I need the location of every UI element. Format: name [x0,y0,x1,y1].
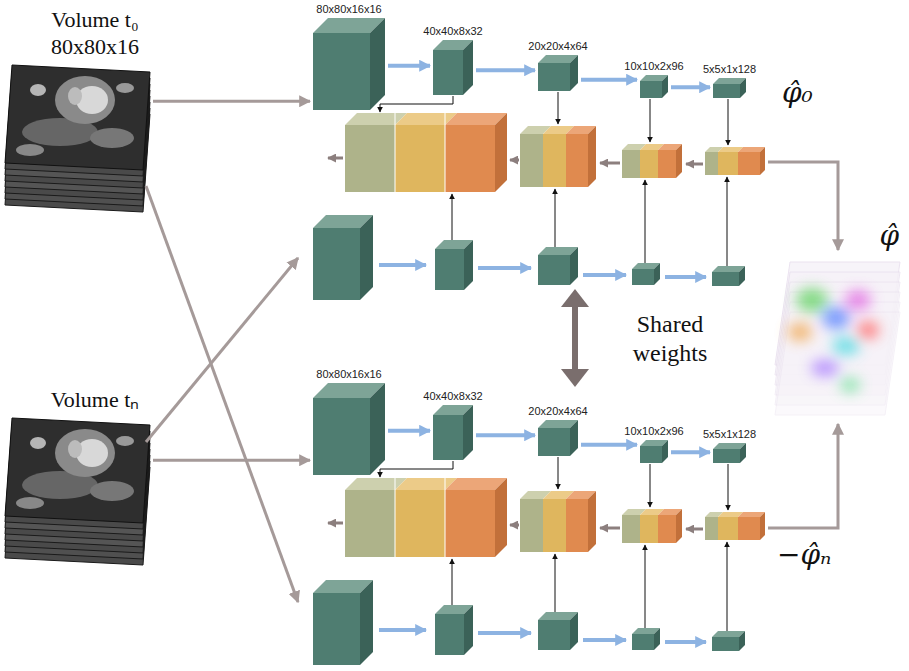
cube-face [313,33,370,110]
encoder-layer: 10x10x2x96 [640,440,668,463]
encoder-cube [640,440,668,463]
pool-arrow [581,78,637,82]
field-symbol: −φ̂ₙ [777,538,831,572]
layer-size: 20x20x4x64 [528,40,587,52]
encoder-layer: 40x40x8x32 [433,40,473,95]
layer-size: 80x80x16x16 [316,368,381,380]
annotation: Shared weights [615,310,725,368]
cube-face [463,405,473,460]
pool-arrow [476,433,535,437]
encoder-cube [713,443,746,463]
skip-connection [380,92,728,266]
pool-arrow [581,443,637,447]
cube-face [662,75,668,98]
mri-volume [5,65,150,212]
upsample-arrow [328,158,703,164]
cube-face [713,449,740,463]
pool-arrow [476,68,535,72]
cube-face [370,18,385,110]
volume-size: 80x80x16 [5,34,185,60]
encoder-cube [640,75,668,98]
input-arrow [153,100,310,103]
layer-size: 10x10x2x96 [624,425,683,437]
decoder-block [345,113,765,192]
layer-size: 40x40x8x32 [423,25,482,37]
encoder-layer: 40x40x8x32 [433,405,473,460]
encoder-cube [433,40,473,95]
cube-face [640,446,662,463]
layer-size: 20x20x4x64 [528,405,587,417]
encoder-cube [313,18,385,110]
volume-title: Volume t₀ [5,7,185,33]
deformation-field [775,262,900,415]
layer-size: 10x10x2x96 [624,60,683,72]
cube-face [570,55,578,91]
cube-face [538,428,570,456]
pool-arrow [379,265,706,277]
encoder-cube [433,405,473,460]
layer-size: 40x40x8x32 [423,390,482,402]
cube-face [570,420,578,456]
pool-arrow [388,429,430,433]
cube-face [433,50,463,95]
input-arrow [153,459,310,462]
volume-title: Volume tₙ [5,387,185,413]
cube-face [433,415,463,460]
pool-arrow [388,64,430,68]
layer-size: 5x5x1x128 [703,63,756,75]
field-symbol: φ̂₀ [782,76,813,110]
cube-face [740,78,746,98]
encoder-layer: 5x5x1x128 [713,78,746,98]
cube-face [640,81,662,98]
encoder-layer: 20x20x4x64 [538,55,578,91]
input-volume: Volume t₀80x80x16 [5,65,150,212]
layer-size: 80x80x16x16 [316,3,381,15]
cube-face [370,383,385,475]
input-volume: Volume tₙ [5,418,150,565]
layer-size: 5x5x1x128 [703,428,756,440]
encoder-cube [538,55,578,91]
cube-face [740,443,746,463]
cube-face [463,40,473,95]
field-symbol: φ̂ [879,219,899,253]
output-field: φ̂ [768,255,905,420]
encoder-cube [313,215,745,300]
cube-face [713,84,740,98]
encoder-layer: 10x10x2x96 [640,75,668,98]
network-branch [313,92,765,300]
encoder-layer: 5x5x1x128 [713,443,746,463]
encoder-cube [538,420,578,456]
encoder-layer: 80x80x16x16 [313,18,385,110]
cube-face [662,440,668,463]
shared-weights-arrow [561,289,589,387]
encoder-layer: 80x80x16x16 [313,383,385,475]
input-arrow [146,186,298,602]
pool-arrow [671,450,710,454]
encoder-layer: 20x20x4x64 [538,420,578,456]
encoder-cube [713,78,746,98]
cube-face [538,63,570,91]
encoder-cube [313,383,385,475]
cube-face [313,398,370,475]
pool-arrow [671,85,710,89]
